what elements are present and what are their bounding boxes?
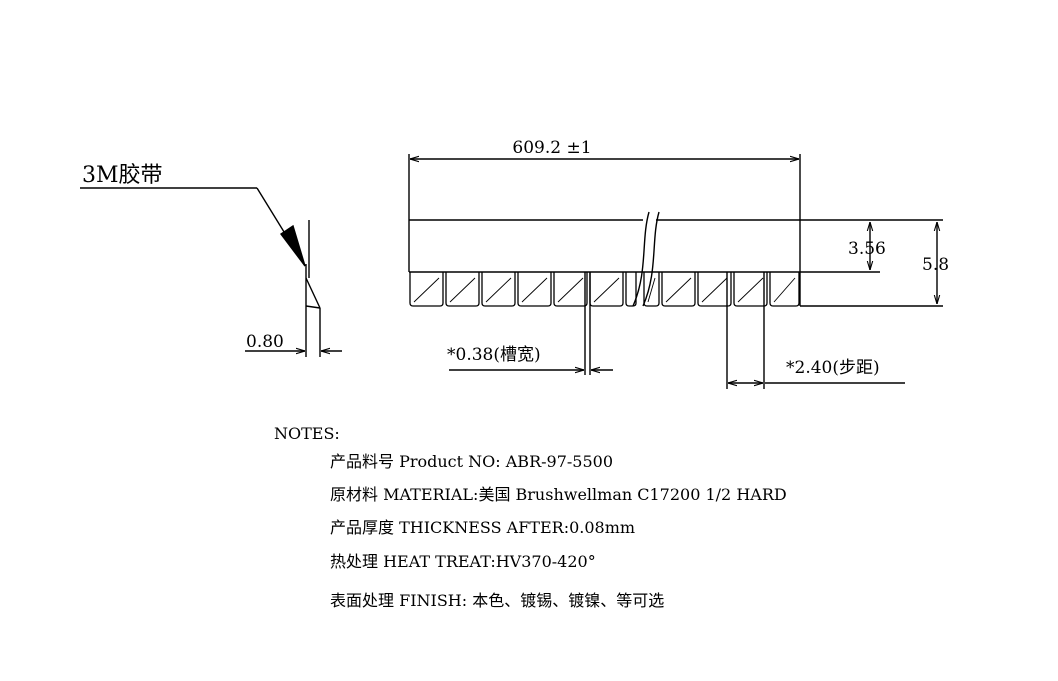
note-product-no: 产品料号 Product NO: ABR-97-5500 xyxy=(330,452,613,471)
finger-segment xyxy=(643,272,660,307)
note-material: 原材料 MATERIAL:美国 Brushwellman C17200 1/2 … xyxy=(330,485,787,504)
finger-segment xyxy=(481,272,516,307)
finger-hatch-line xyxy=(737,277,764,303)
finger-segment xyxy=(589,272,624,307)
finger-segment xyxy=(661,272,696,307)
finger-hatch-line xyxy=(449,277,476,303)
finger-hatch-line xyxy=(413,277,440,303)
profile-bevel xyxy=(305,277,321,309)
profile-spring xyxy=(305,305,321,309)
finger-hatch-line xyxy=(665,277,692,303)
length-dimension: 609.2 ±1 xyxy=(512,138,591,158)
finger-hatch-line xyxy=(485,277,512,303)
tape-label: 3M胶带 xyxy=(82,163,163,188)
finger-hatch-line xyxy=(773,277,796,303)
tape-leader-arrowhead xyxy=(279,224,306,267)
finger-segment xyxy=(733,272,768,307)
front-view xyxy=(408,154,943,389)
finger-hatch-line xyxy=(593,277,620,303)
finger-segment xyxy=(769,272,800,307)
finger-hatch-line xyxy=(557,277,584,303)
break-mark-left xyxy=(632,211,650,307)
notes-block: NOTES: 产品料号 Product NO: ABR-97-5500 原材料 … xyxy=(274,424,787,610)
finger-hatch-line xyxy=(647,277,656,303)
finger-segment xyxy=(409,272,444,307)
slot-width-dimension: *0.38(槽宽) xyxy=(447,345,541,365)
notes-heading: NOTES: xyxy=(274,424,340,443)
inner-height-dimension: 3.56 xyxy=(848,239,886,259)
break-mark-right xyxy=(642,211,660,307)
total-height-dimension: 5.8 xyxy=(922,255,949,275)
side-view xyxy=(80,187,342,357)
note-thickness: 产品厚度 THICKNESS AFTER:0.08mm xyxy=(330,518,635,537)
finger-hatch-line xyxy=(521,277,548,303)
finger-segment xyxy=(697,272,732,307)
note-heat-treat: 热处理 HEAT TREAT:HV370-420° xyxy=(330,552,596,571)
finger-segment xyxy=(517,272,552,307)
pitch-dimension: *2.40(步距) xyxy=(786,358,880,378)
finger-segment xyxy=(445,272,480,307)
note-finish: 表面处理 FINISH: 本色、镀锡、镀镍、等可选 xyxy=(330,591,664,610)
thickness-dimension: 0.80 xyxy=(246,332,284,352)
finger-segment xyxy=(553,272,588,307)
finger-hatch-line xyxy=(701,277,728,303)
finger-segments xyxy=(409,272,800,307)
finger-segment xyxy=(625,272,637,307)
